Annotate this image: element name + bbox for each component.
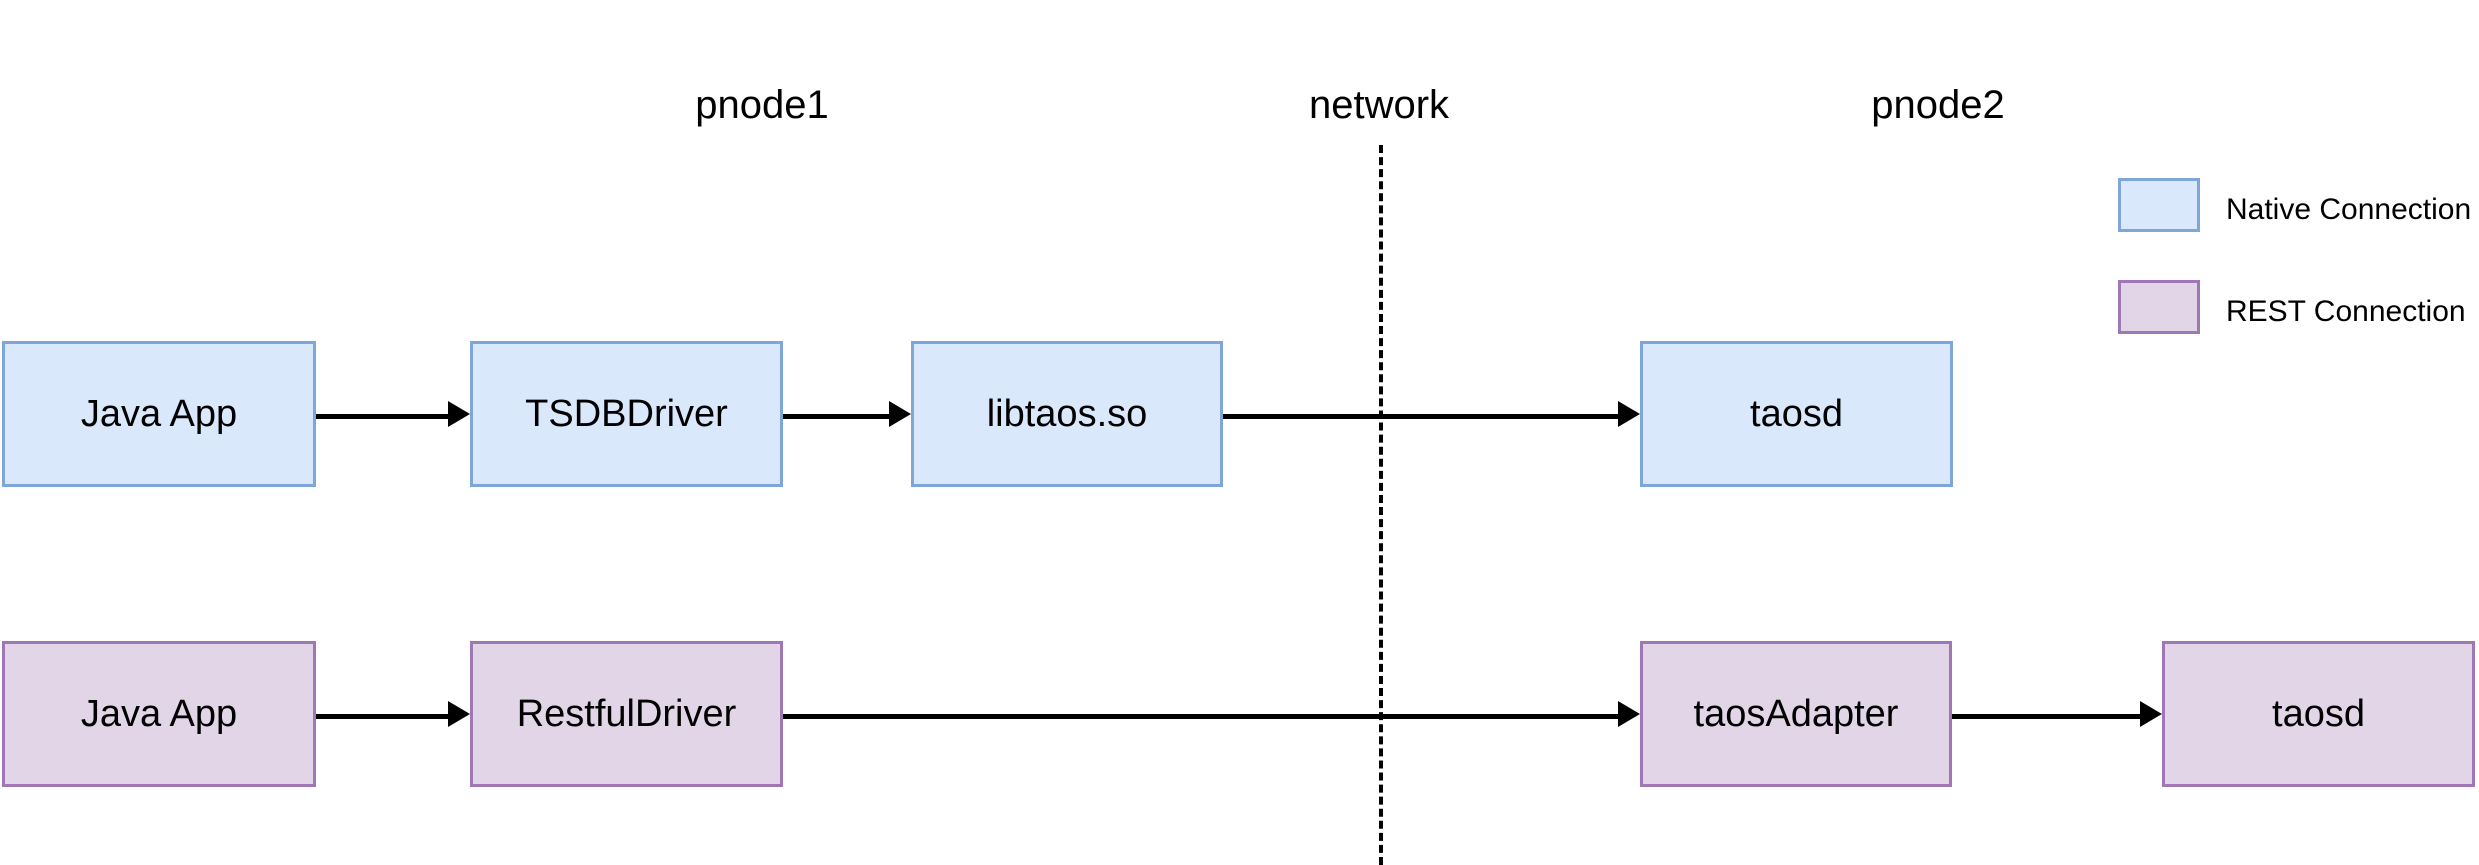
rest-node-java-app[interactable]: Java App (2, 641, 316, 787)
arrowhead-icon (1618, 401, 1640, 427)
arrowhead-icon (448, 701, 470, 727)
node-label: taosAdapter (1693, 693, 1899, 735)
zone-label-network: network (1308, 83, 1450, 127)
node-label: RestfulDriver (516, 693, 737, 735)
native-node-taosd[interactable]: taosd (1640, 341, 1953, 487)
edge-libtaos-to-taosd (1223, 414, 1618, 419)
legend-label-rest-connection: REST Connection (2226, 295, 2466, 328)
edge-java-app-to-tsdb-driver (316, 414, 448, 419)
legend-swatch-native-connection (2118, 178, 2200, 232)
rest-node-taos-adapter[interactable]: taosAdapter (1640, 641, 1952, 787)
legend-swatch-rest-connection (2118, 280, 2200, 334)
arrowhead-icon (889, 401, 911, 427)
zone-label-pnode2: pnode2 (1871, 83, 2005, 127)
node-label: libtaos.so (986, 393, 1148, 435)
rest-node-restful-driver[interactable]: RestfulDriver (470, 641, 783, 787)
node-label: TSDBDriver (525, 393, 728, 435)
network-boundary-divider (1379, 145, 1383, 865)
edge-restful-driver-to-taos-adapter (783, 714, 1618, 719)
rest-node-taosd[interactable]: taosd (2162, 641, 2475, 787)
node-label: taosd (1750, 393, 1843, 435)
node-label: taosd (2272, 693, 2365, 735)
node-label: Java App (80, 693, 238, 735)
arrowhead-icon (2140, 701, 2162, 727)
edge-java-app-to-restful-driver (316, 714, 448, 719)
node-label: Java App (80, 393, 238, 435)
native-node-tsdb-driver[interactable]: TSDBDriver (470, 341, 783, 487)
native-node-libtaos-so[interactable]: libtaos.so (911, 341, 1223, 487)
edge-tsdb-driver-to-libtaos (783, 414, 889, 419)
native-node-java-app[interactable]: Java App (2, 341, 316, 487)
arrowhead-icon (1618, 701, 1640, 727)
zone-label-pnode1: pnode1 (695, 83, 829, 127)
edge-taos-adapter-to-taosd (1952, 714, 2140, 719)
arrowhead-icon (448, 401, 470, 427)
legend-label-native-connection: Native Connection (2226, 193, 2472, 226)
